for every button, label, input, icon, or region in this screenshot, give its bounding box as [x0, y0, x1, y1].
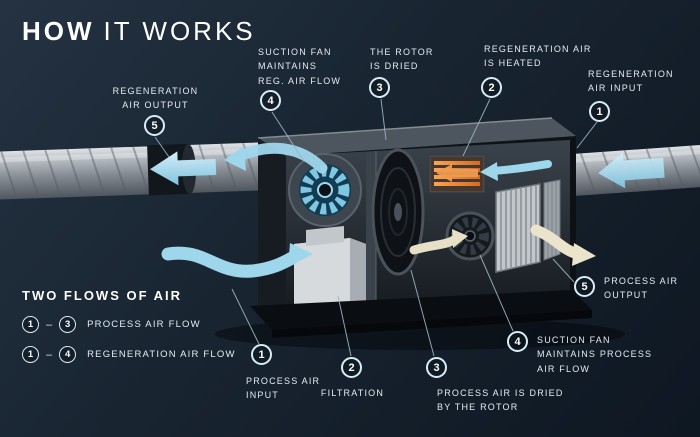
callout-label-suction-fan-reg: SUCTION FAN MAINTAINS REG. AIR FLOW [258, 47, 342, 86]
callout-number-suction-fan-process: 4 [507, 331, 528, 352]
legend-circle-to: 3 [59, 316, 77, 333]
legend-circle-to: 4 [59, 346, 77, 363]
page-title-light: IT WORKS [103, 16, 256, 46]
right-duct [554, 144, 700, 198]
regeneration-fan-icon [288, 153, 362, 227]
legend-circle-from: 1 [22, 346, 39, 363]
callout-number-process-air-dried: 3 [426, 357, 447, 378]
callout-label-process-air-output: PROCESS AIR OUTPUT [604, 276, 679, 301]
callout-number-rotor-dried: 3 [369, 77, 390, 98]
legend: TWO FLOWS OF AIR 1 – 3 PROCESS AIR FLOW … [22, 288, 236, 363]
fan-to-duct-flow [230, 142, 328, 174]
legend-label-regeneration: REGENERATION AIR FLOW [87, 349, 236, 360]
heated-air-arrow [436, 164, 478, 182]
callout-connectors [154, 98, 598, 357]
callout-label-suction-fan-process: SUCTION FAN MAINTAINS PROCESS AIR FLOW [537, 335, 653, 374]
legend-dash: – [46, 348, 53, 361]
legend-row-regeneration: 1 – 4 REGENERATION AIR FLOW [22, 346, 236, 363]
legend-dash: – [46, 318, 53, 331]
callout-label-filtration: FILTRATION [320, 388, 385, 398]
left-duct [0, 142, 263, 200]
callout-number-regeneration-air-output: 5 [144, 115, 165, 136]
regeneration-input-arrow-icon [598, 152, 665, 189]
base-plinth [250, 290, 592, 330]
left-outer-wall [258, 138, 286, 310]
callout-label-process-air-dried: PROCESS AIR IS DRIED BY THE ROTOR [437, 388, 564, 413]
legend-circle-from: 1 [22, 316, 39, 333]
callout-number-reg-air-input: 1 [589, 101, 610, 122]
top-panel [258, 118, 576, 156]
legend-label-process: PROCESS AIR FLOW [87, 319, 201, 330]
regeneration-output-arrow-icon [149, 151, 217, 186]
legend-row-process: 1 – 3 PROCESS AIR FLOW [22, 316, 236, 333]
legend-title: TWO FLOWS OF AIR [22, 288, 183, 303]
callout-label-rotor-dried: THE ROTOR IS DRIED [370, 47, 434, 72]
callout-label-reg-air-input: REGENERATION AIR INPUT [588, 69, 674, 94]
callout-label-process-air-input: PROCESS AIR INPUT [246, 376, 321, 401]
callout-label-reg-air-heated: REGENERATION AIR IS HEATED [484, 44, 592, 69]
callout-number-filtration: 2 [341, 357, 362, 378]
process-input-flow [161, 246, 301, 278]
callout-number-process-air-output: 5 [574, 276, 595, 297]
rotor-icon [371, 148, 425, 276]
callout-label-regeneration-air-output: REGENERATION AIR OUTPUT [112, 86, 199, 111]
air-flow-arrows [161, 142, 596, 278]
right-inner-wall [570, 136, 576, 298]
callout-number-process-air-input: 1 [251, 344, 272, 365]
page-title-bold: HOW [22, 16, 95, 46]
callout-number-reg-air-heated: 2 [481, 77, 502, 98]
page-title: HOW IT WORKS [22, 16, 256, 47]
callout-number-suction-fan-reg: 4 [260, 90, 281, 111]
